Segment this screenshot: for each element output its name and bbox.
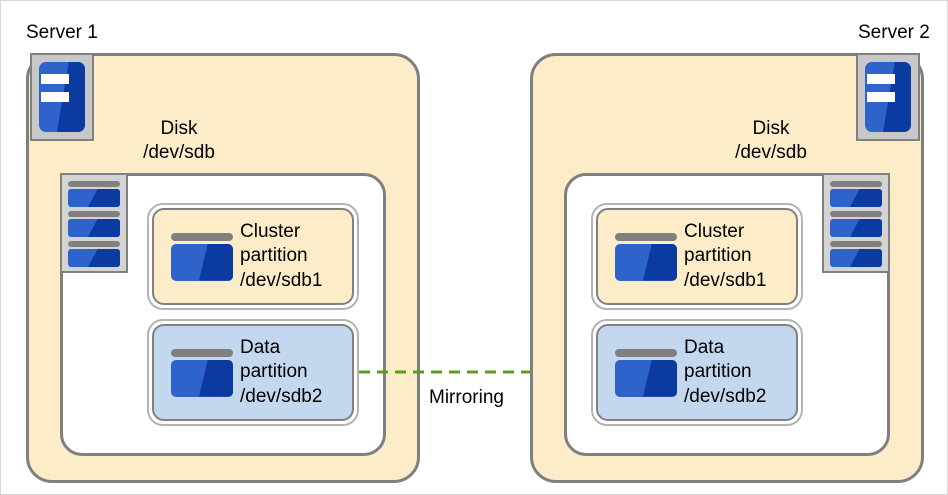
disk-row-cap <box>68 241 120 247</box>
server-1-cluster-partition-body: Cluster partition /dev/sdb1 <box>152 208 354 305</box>
disk-row-cap <box>68 181 120 187</box>
partition-line-2: partition <box>684 245 752 267</box>
partition-line-1: Data <box>240 336 281 358</box>
partition-line-3: /dev/sdb1 <box>684 269 767 291</box>
server-1-disk-label-line1: Disk <box>160 118 198 139</box>
mirroring-label: Mirroring <box>429 387 504 408</box>
server-1-disk-label: Disk /dev/sdb <box>119 117 239 166</box>
partition-icon-cap <box>171 232 233 241</box>
server-2-disk-label-line2: /dev/sdb <box>735 142 807 164</box>
partition-line-3: /dev/sdb1 <box>240 269 323 291</box>
server-1-data-partition[interactable]: Data partition /dev/sdb2 <box>147 319 359 426</box>
disk-row-body <box>68 219 120 237</box>
server-1-cluster-partition-text: Cluster partition /dev/sdb1 <box>240 219 322 293</box>
server-2-title: Server 2 <box>858 22 930 43</box>
server-icon <box>856 53 920 141</box>
partition-icon-cap <box>615 232 677 241</box>
disk-row-cap <box>830 211 882 217</box>
server-2-data-partition[interactable]: Data partition /dev/sdb2 <box>591 319 803 426</box>
server-icon-led-top <box>867 74 895 84</box>
server-1-cluster-partition[interactable]: Cluster partition /dev/sdb1 <box>147 203 359 310</box>
partition-icon-cap <box>171 348 233 357</box>
server-2-cluster-partition-body: Cluster partition /dev/sdb1 <box>596 208 798 305</box>
disk-stack-row <box>68 211 120 238</box>
partition-icon-cap <box>615 348 677 357</box>
partition-icon-body <box>615 359 677 397</box>
partition-line-3: /dev/sdb2 <box>684 385 767 407</box>
server-1-title: Server 1 <box>26 22 98 43</box>
partition-disk-icon <box>171 232 233 281</box>
disk-row-cap <box>830 241 882 247</box>
disk-stack-row <box>68 241 120 268</box>
server-1-data-partition-body: Data partition /dev/sdb2 <box>152 324 354 421</box>
server-1-data-partition-text: Data partition /dev/sdb2 <box>240 335 322 409</box>
disk-stack-row <box>830 241 882 268</box>
partition-line-2: partition <box>240 361 308 383</box>
server-1-disk-label-line2: /dev/sdb <box>143 142 215 164</box>
server-icon-led-bottom <box>867 92 895 102</box>
partition-icon-body <box>171 243 233 281</box>
server-2-disk-label: Disk /dev/sdb <box>711 117 831 166</box>
partition-line-2: partition <box>684 361 752 383</box>
disk-row-cap <box>830 181 882 187</box>
partition-line-3: /dev/sdb2 <box>240 385 323 407</box>
disk-row-body <box>68 189 120 207</box>
disk-row-body <box>830 219 882 237</box>
partition-disk-icon <box>171 348 233 397</box>
disk-row-cap <box>68 211 120 217</box>
server-2-data-partition-body: Data partition /dev/sdb2 <box>596 324 798 421</box>
disk-stack-row <box>68 181 120 208</box>
disk-row-body <box>830 189 882 207</box>
disk-stack-icon <box>822 173 890 273</box>
partition-line-1: Cluster <box>240 220 301 242</box>
server-icon-led-top <box>41 74 69 84</box>
partition-line-2: partition <box>240 245 308 267</box>
server-2-disk-label-line1: Disk <box>752 118 790 139</box>
server-2-cluster-partition-text: Cluster partition /dev/sdb1 <box>684 219 766 293</box>
server-icon <box>30 53 94 141</box>
disk-row-body <box>68 249 120 267</box>
disk-stack-row <box>830 181 882 208</box>
partition-line-1: Cluster <box>684 220 745 242</box>
partition-icon-body <box>615 243 677 281</box>
server-2-data-partition-text: Data partition /dev/sdb2 <box>684 335 766 409</box>
disk-stack-icon <box>60 173 128 273</box>
partition-line-1: Data <box>684 336 725 358</box>
disk-row-body <box>830 249 882 267</box>
server-2-cluster-partition[interactable]: Cluster partition /dev/sdb1 <box>591 203 803 310</box>
server-icon-led-bottom <box>41 92 69 102</box>
disk-stack-row <box>830 211 882 238</box>
partition-icon-body <box>171 359 233 397</box>
partition-disk-icon <box>615 232 677 281</box>
partition-disk-icon <box>615 348 677 397</box>
